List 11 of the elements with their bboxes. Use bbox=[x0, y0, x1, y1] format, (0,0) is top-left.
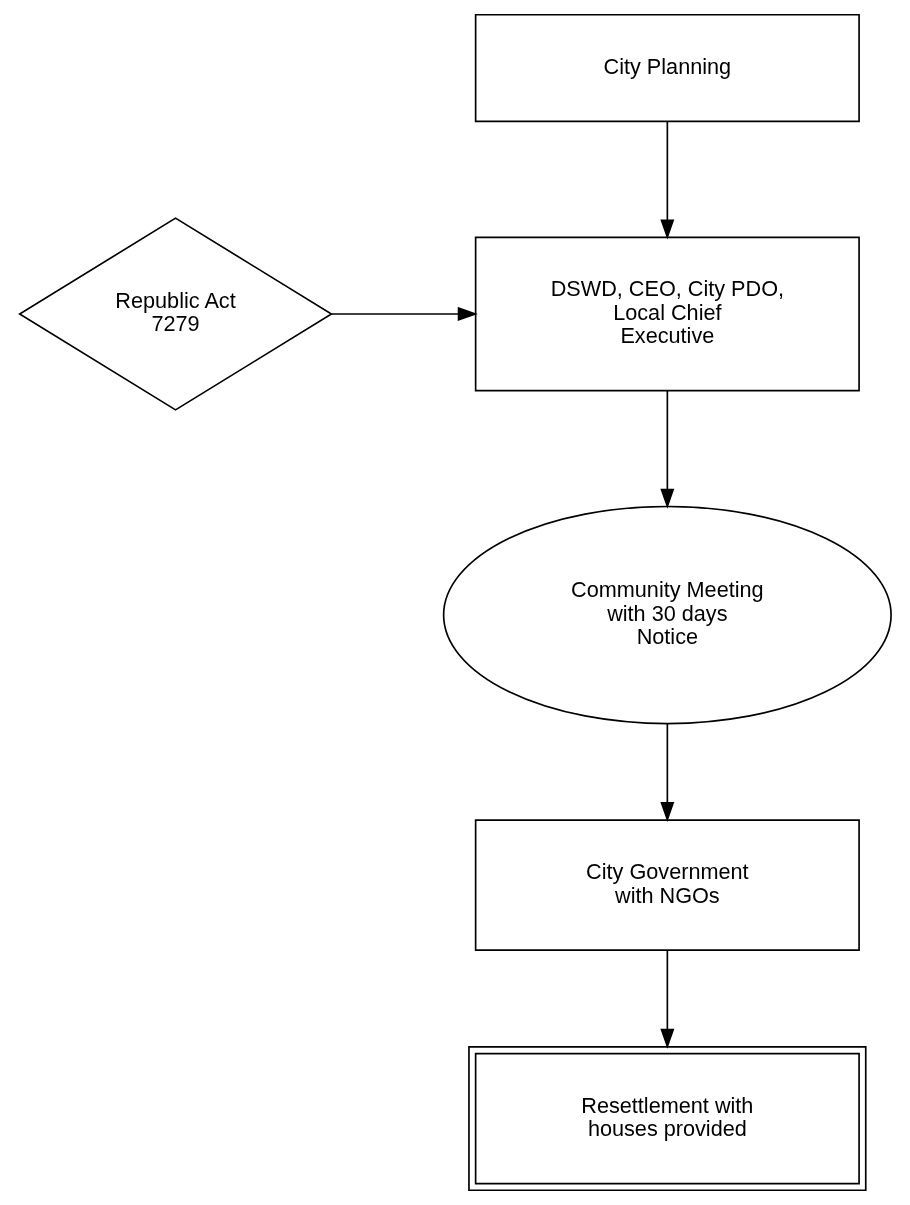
arrow bbox=[659, 949, 674, 1049]
node-box: Resettlement with houses provided bbox=[467, 1046, 867, 1192]
node-ellipse: Community Meeting with 30 days Notice bbox=[442, 505, 892, 725]
node-box: DSWD, CEO, City PDO, Local Chief Executive bbox=[474, 236, 860, 392]
node-box: City Planning bbox=[474, 13, 860, 123]
node-diamond: Republic Act 7279 bbox=[17, 217, 333, 411]
arrow bbox=[659, 120, 674, 240]
arrow bbox=[659, 722, 674, 823]
arrow bbox=[330, 307, 478, 321]
node-box: City Government with NGOs bbox=[474, 819, 860, 952]
arrow bbox=[659, 389, 674, 509]
